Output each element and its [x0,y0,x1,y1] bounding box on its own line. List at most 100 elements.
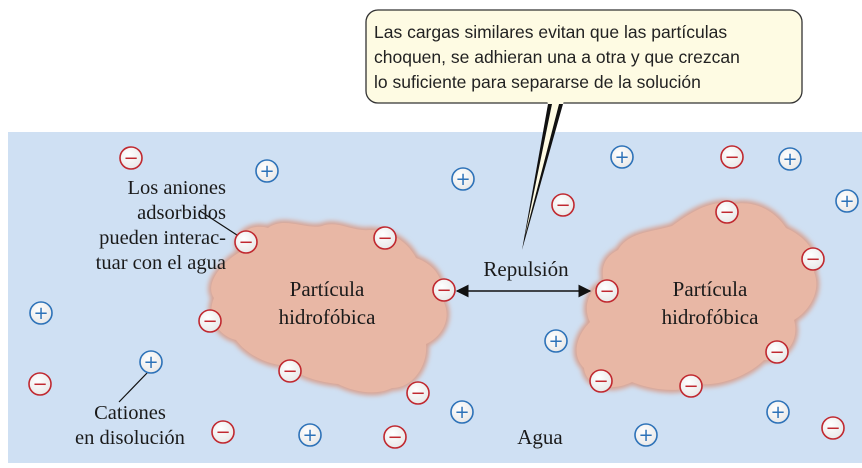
cation-ion-circle [450,400,474,424]
anion-ion-circle [406,381,430,405]
anion-ion: − [551,193,575,217]
anion-ion-circle [720,145,744,169]
cation-ion-symbol: + [770,402,785,423]
anion-ion: − [211,420,235,444]
cation-ion-symbol: + [614,147,629,168]
anion-ion-circle [198,309,222,333]
anion-ion-circle [119,146,143,170]
cation-ion: + [835,189,859,213]
cation-ion-circle [255,159,279,183]
repulsion-label: Repulsión [483,257,569,281]
callout-pointer-cover [547,101,564,104]
callout-line-2: choquen, se adhieran una a otra y que cr… [374,47,740,67]
anion-ion: − [119,146,143,170]
anion-ion-symbol: − [683,376,698,397]
callout-box [365,9,803,104]
cation-ion: + [29,301,53,325]
anion-ion-circle [373,226,397,250]
anion-group: −−−−−−−−−−−−−−−−−−− [28,145,845,449]
cation-ion: + [139,350,163,374]
anion-ion: − [28,372,52,396]
anion-ion-symbol: − [769,342,784,363]
callout-pointer-inner [525,104,559,236]
anion-ion-symbol: − [724,147,739,168]
cation-ion-circle [451,167,475,191]
cation-ion: + [610,145,634,169]
anion-ion: − [198,309,222,333]
callout-line-1: Las cargas similares evitan que las part… [374,22,728,42]
cation-ion: + [766,400,790,424]
cation-ion-symbol: + [143,352,158,373]
anion-annotation-line-2: adsorbidos [137,202,226,224]
anion-ion-symbol: − [32,374,47,395]
anion-ion-circle [278,359,302,383]
cation-ion-circle [29,301,53,325]
cation-ion-circle [610,145,634,169]
cation-ion-circle [835,189,859,213]
cation-ion-symbol: + [454,402,469,423]
cation-ion: + [634,423,658,447]
cation-ion-circle [544,329,568,353]
cation-annotation-line-1: Cationes [94,402,166,424]
anion-ion-symbol: − [123,148,138,169]
anion-ion-symbol: − [719,202,734,223]
cation-ion: + [298,423,322,447]
cation-ion-circle [778,147,802,171]
particle-left-label-line1: Partícula [290,277,365,301]
cation-ion: + [450,400,474,424]
cation-ion: + [544,329,568,353]
cation-ion: + [778,147,802,171]
water-label: Agua [517,425,563,449]
anion-ion: − [765,340,789,364]
cation-ion-circle [298,423,322,447]
anion-ion-symbol: − [599,281,614,302]
cation-leader-line [118,371,149,403]
cation-ion-symbol: + [839,191,854,212]
anion-ion-circle [589,369,613,393]
cation-ion-symbol: + [33,303,48,324]
anion-ion-circle [28,372,52,396]
particle-right-body [576,202,817,390]
cation-group: + + + + + + + + + + + + [29,145,859,447]
anion-ion: − [383,425,407,449]
callout-pointer [522,104,563,250]
anion-leader-line [199,210,241,238]
cation-annotation-line-2: en disolución [75,427,185,449]
cation-ion-symbol: + [782,149,797,170]
anion-ion-symbol: − [593,371,608,392]
anion-annotation: Los aniones adsorbidos pueden interac- t… [26,176,226,276]
cation-ion-symbol: + [548,331,563,352]
anion-ion: − [278,359,302,383]
anion-ion: − [234,230,258,254]
cation-ion-symbol: + [259,161,274,182]
anion-ion-circle [679,374,703,398]
anion-ion-circle [234,230,258,254]
anion-ion-symbol: − [215,422,230,443]
anion-ion-symbol: − [805,249,820,270]
anion-ion-circle [595,279,619,303]
anion-ion-circle [801,247,825,271]
cation-ion-circle [766,400,790,424]
anion-annotation-line-4: tuar con el agua [95,252,226,274]
anion-ion-circle [432,278,456,302]
cation-annotation: Cationes en disolución [60,401,200,451]
anion-ion: − [715,200,739,224]
anion-ion-symbol: − [238,232,253,253]
anion-ion-symbol: − [202,311,217,332]
anion-ion: − [801,247,825,271]
anion-ion: − [595,279,619,303]
cation-ion-circle [139,350,163,374]
anion-ion-symbol: − [555,195,570,216]
cation-ion: + [255,159,279,183]
cation-ion-symbol: + [455,169,470,190]
anion-ion-circle [821,416,845,440]
anion-annotation-line-3: pueden interac- [99,227,226,249]
anion-ion: − [679,374,703,398]
anion-ion-circle [211,420,235,444]
anion-ion: − [432,278,456,302]
anion-ion: − [589,369,613,393]
anion-ion-symbol: − [377,228,392,249]
callout-text: Las cargas similares evitan que las part… [374,20,794,95]
anion-ion-circle [765,340,789,364]
